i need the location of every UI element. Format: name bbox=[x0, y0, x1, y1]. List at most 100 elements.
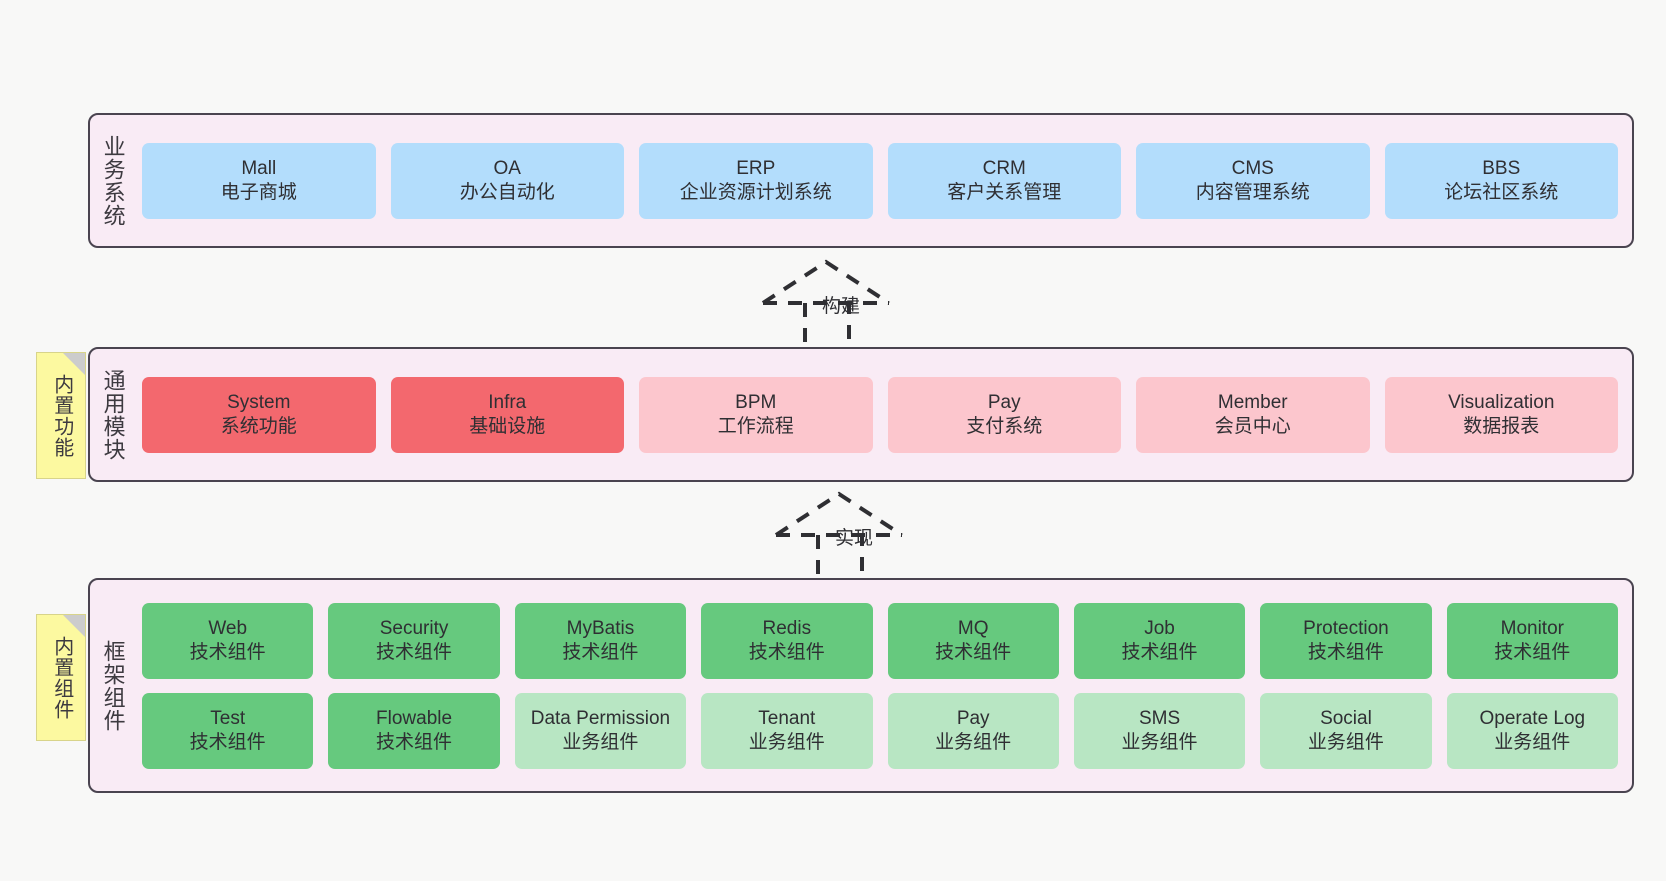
module-box-infra-desc: 基础设施 bbox=[469, 415, 546, 437]
arrow-build-glyph bbox=[761, 259, 891, 351]
framework-box-monitor-desc: 技术组件 bbox=[1494, 641, 1571, 663]
framework-box-sms[interactable]: SMS 业务组件 bbox=[1073, 692, 1246, 769]
business-box-erp[interactable]: ERP 企业资源计划系统 bbox=[639, 142, 873, 219]
framework-box-test-desc: 技术组件 bbox=[189, 731, 266, 753]
module-box-bpm[interactable]: BPM 工作流程 bbox=[639, 376, 873, 453]
framework-box-job-desc: 技术组件 bbox=[1121, 641, 1198, 663]
module-box-visualization[interactable]: Visualization 数据报表 bbox=[1384, 376, 1618, 453]
framework-box-mq-name: MQ bbox=[957, 618, 989, 640]
modules-row: System 系统功能 Infra 基础设施 BPM 工作流程 Pay 支付系统… bbox=[142, 376, 1618, 453]
module-box-bpm-name: BPM bbox=[735, 392, 777, 414]
module-box-member[interactable]: Member 会员中心 bbox=[1136, 376, 1370, 453]
layer-modules-title: 通用模块 bbox=[100, 368, 126, 461]
module-box-system[interactable]: System 系统功能 bbox=[142, 376, 376, 453]
framework-box-web-desc: 技术组件 bbox=[189, 641, 266, 663]
layer-framework-title: 框架组件 bbox=[100, 639, 126, 732]
framework-box-data-permission-desc: 业务组件 bbox=[562, 731, 639, 753]
module-box-pay[interactable]: Pay 支付系统 bbox=[887, 376, 1121, 453]
framework-box-sms-desc: 业务组件 bbox=[1121, 731, 1198, 753]
framework-box-job-name: Job bbox=[1144, 618, 1175, 640]
business-box-crm-name: CRM bbox=[982, 158, 1026, 180]
module-box-member-desc: 会员中心 bbox=[1214, 415, 1291, 437]
framework-box-protection-desc: 技术组件 bbox=[1307, 641, 1384, 663]
framework-box-flowable-name: Flowable bbox=[376, 708, 453, 730]
business-box-oa-desc: 办公自动化 bbox=[459, 181, 555, 203]
module-box-infra[interactable]: Infra 基础设施 bbox=[390, 376, 624, 453]
module-box-visualization-name: Visualization bbox=[1448, 392, 1555, 414]
business-box-bbs-name: BBS bbox=[1482, 158, 1521, 180]
framework-box-social-name: Social bbox=[1320, 708, 1372, 730]
business-box-crm-desc: 客户关系管理 bbox=[947, 181, 1062, 203]
layer-modules-body: System 系统功能 Infra 基础设施 BPM 工作流程 Pay 支付系统… bbox=[136, 349, 1632, 480]
arrow-implement-label: 实现 bbox=[834, 528, 874, 549]
framework-box-web[interactable]: Web 技术组件 bbox=[142, 602, 314, 679]
arrow-implement: 实现 bbox=[754, 487, 954, 587]
framework-box-data-permission[interactable]: Data Permission 业务组件 bbox=[514, 692, 687, 769]
framework-box-redis-desc: 技术组件 bbox=[748, 641, 825, 663]
layer-framework-body: Web 技术组件 Security 技术组件 MyBatis 技术组件 Redi… bbox=[136, 580, 1632, 791]
framework-box-redis-name: Redis bbox=[762, 618, 812, 640]
framework-box-mq-desc: 技术组件 bbox=[935, 641, 1012, 663]
business-box-bbs-desc: 论坛社区系统 bbox=[1444, 181, 1559, 203]
framework-box-web-name: Web bbox=[208, 618, 248, 640]
framework-box-mybatis-name: MyBatis bbox=[566, 618, 635, 640]
business-row: Mall 电子商城 OA 办公自动化 ERP 企业资源计划系统 CRM 客户关系… bbox=[142, 142, 1618, 219]
framework-box-operate-log[interactable]: Operate Log 业务组件 bbox=[1446, 692, 1618, 769]
framework-row-business: Test 技术组件 Flowable 技术组件 Data Permission … bbox=[142, 692, 1618, 769]
layer-business-systems: 业务系统 Mall 电子商城 OA 办公自动化 ERP 企业资源计划系统 CRM… bbox=[88, 113, 1634, 248]
framework-box-pay[interactable]: Pay 业务组件 bbox=[887, 692, 1059, 769]
framework-box-security[interactable]: Security 技术组件 bbox=[328, 602, 500, 679]
framework-box-monitor[interactable]: Monitor 技术组件 bbox=[1446, 602, 1618, 679]
module-box-pay-name: Pay bbox=[987, 392, 1021, 414]
framework-box-mq[interactable]: MQ 技术组件 bbox=[887, 602, 1059, 679]
business-box-mall-desc: 电子商城 bbox=[220, 181, 297, 203]
framework-box-tenant-desc: 业务组件 bbox=[748, 731, 825, 753]
layer-common-modules: 通用模块 System 系统功能 Infra 基础设施 BPM 工作流程 Pay… bbox=[88, 347, 1634, 482]
framework-box-social-desc: 业务组件 bbox=[1307, 731, 1384, 753]
note-builtin-components[interactable]: 内置组件 bbox=[36, 614, 86, 741]
framework-box-redis[interactable]: Redis 技术组件 bbox=[701, 602, 873, 679]
framework-box-protection[interactable]: Protection 技术组件 bbox=[1260, 602, 1432, 679]
business-box-erp-desc: 企业资源计划系统 bbox=[679, 181, 832, 203]
layer-business-body: Mall 电子商城 OA 办公自动化 ERP 企业资源计划系统 CRM 客户关系… bbox=[136, 115, 1632, 246]
business-box-oa[interactable]: OA 办公自动化 bbox=[390, 142, 624, 219]
module-box-infra-name: Infra bbox=[488, 392, 527, 414]
business-box-bbs[interactable]: BBS 论坛社区系统 bbox=[1384, 142, 1618, 219]
framework-box-security-desc: 技术组件 bbox=[376, 641, 453, 663]
business-box-crm[interactable]: CRM 客户关系管理 bbox=[887, 142, 1121, 219]
framework-box-test-name: Test bbox=[210, 708, 246, 730]
business-box-mall-name: Mall bbox=[241, 158, 277, 180]
arrow-build-label: 构建 bbox=[821, 296, 861, 317]
framework-box-mybatis[interactable]: MyBatis 技术组件 bbox=[514, 602, 687, 679]
module-box-pay-desc: 支付系统 bbox=[966, 415, 1043, 437]
module-box-bpm-desc: 工作流程 bbox=[717, 415, 794, 437]
business-box-oa-name: OA bbox=[493, 158, 521, 180]
business-box-cms-name: CMS bbox=[1231, 158, 1274, 180]
arrow-implement-glyph bbox=[774, 491, 904, 583]
module-box-visualization-desc: 数据报表 bbox=[1463, 415, 1540, 437]
framework-box-job[interactable]: Job 技术组件 bbox=[1073, 602, 1246, 679]
layer-framework-components: 框架组件 Web 技术组件 Security 技术组件 MyBatis 技术组件… bbox=[88, 578, 1634, 793]
framework-box-data-permission-name: Data Permission bbox=[530, 708, 671, 730]
framework-box-flowable-desc: 技术组件 bbox=[376, 731, 453, 753]
framework-box-monitor-name: Monitor bbox=[1500, 618, 1564, 640]
business-box-mall[interactable]: Mall 电子商城 bbox=[142, 142, 376, 219]
framework-box-pay-desc: 业务组件 bbox=[935, 731, 1012, 753]
framework-box-protection-name: Protection bbox=[1303, 618, 1389, 640]
module-box-member-name: Member bbox=[1217, 392, 1288, 414]
framework-box-security-name: Security bbox=[379, 618, 449, 640]
framework-box-social[interactable]: Social 业务组件 bbox=[1260, 692, 1432, 769]
layer-business-title: 业务系统 bbox=[100, 134, 126, 227]
arrow-build: 构建 bbox=[741, 255, 941, 355]
framework-box-test[interactable]: Test 技术组件 bbox=[142, 692, 314, 769]
business-box-cms[interactable]: CMS 内容管理系统 bbox=[1136, 142, 1370, 219]
framework-box-pay-name: Pay bbox=[956, 708, 990, 730]
note-builtin-features[interactable]: 内置功能 bbox=[36, 352, 86, 479]
module-box-system-name: System bbox=[227, 392, 291, 414]
framework-box-flowable[interactable]: Flowable 技术组件 bbox=[328, 692, 500, 769]
framework-row-tech: Web 技术组件 Security 技术组件 MyBatis 技术组件 Redi… bbox=[142, 602, 1618, 679]
framework-box-tenant[interactable]: Tenant 业务组件 bbox=[701, 692, 873, 769]
framework-box-operate-log-name: Operate Log bbox=[1479, 708, 1586, 730]
framework-box-tenant-name: Tenant bbox=[758, 708, 816, 730]
